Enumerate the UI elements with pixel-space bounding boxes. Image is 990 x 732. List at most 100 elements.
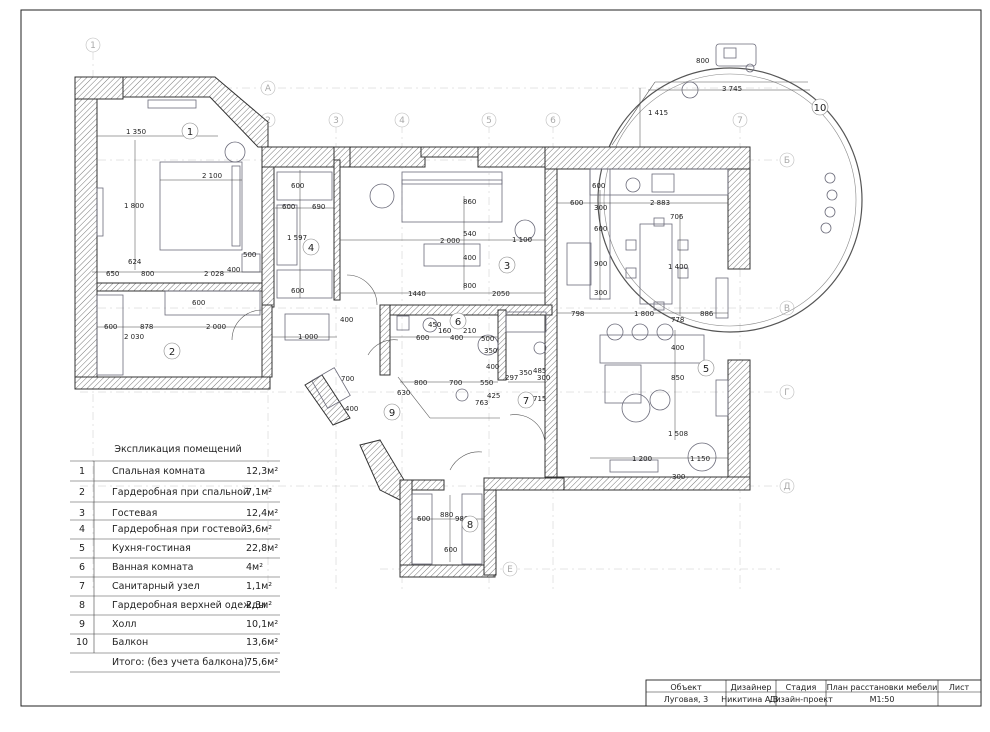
exp-row-num: 4: [79, 524, 85, 535]
dim-text: 300: [672, 473, 685, 481]
exp-row-num: 8: [79, 600, 85, 611]
dim-text: 400: [227, 266, 240, 274]
dim-text: 350: [484, 347, 497, 355]
dim-text: 800: [463, 282, 476, 290]
dim-text: 600: [570, 199, 583, 207]
tb-object-value: Луговая, 3: [664, 695, 708, 704]
dim-text: 550: [480, 379, 493, 387]
dim-text: 878: [140, 323, 153, 331]
dim-text: 1 200: [632, 455, 652, 463]
sheet-frame: [20, 9, 982, 707]
room-number-2: 2: [169, 347, 175, 358]
dim-text: 1 800: [124, 202, 144, 210]
dim-text: 800: [414, 379, 427, 387]
dim-text: 500: [481, 335, 494, 343]
room-number-8: 8: [467, 520, 473, 531]
axis-number-4: 4: [399, 116, 405, 126]
dim-text: 600: [417, 515, 430, 523]
room-numbers: 1 2 3 4 5 6 7 8 9 10: [163, 98, 829, 533]
title-block: Объект Луговая, 3 Дизайнер Никитина А.В.…: [645, 679, 982, 707]
dim-text: 450: [428, 321, 441, 329]
tb-object-label: Объект: [670, 683, 702, 692]
exp-row-name: Гардеробная при гостевой: [112, 524, 247, 535]
dim-text: 860: [463, 198, 476, 206]
dim-text: 600: [416, 334, 429, 342]
tb-scale: М1:50: [870, 695, 895, 704]
dim-text: 1440: [408, 290, 426, 298]
dim-text: 690: [312, 203, 325, 211]
dim-text: 1 000: [298, 333, 318, 341]
exp-row-area: 3,6м²: [246, 524, 272, 535]
room-number-7: 7: [523, 396, 529, 407]
dim-text: 650: [106, 270, 119, 278]
exp-row-area: 4м²: [246, 562, 263, 573]
dim-text: 600: [291, 287, 304, 295]
axis-letter-e: Е: [507, 565, 513, 575]
dimension-texts: 1 350 2 100 1 800 624 500 650 800 2 028 …: [104, 57, 742, 554]
axis-number-5: 5: [486, 116, 492, 126]
dim-text: 778: [671, 316, 684, 324]
room-number-10: 10: [814, 103, 827, 114]
dim-text: 600: [192, 299, 205, 307]
dim-text: 500: [243, 251, 256, 259]
exp-row-num: 1: [79, 466, 85, 477]
dim-text: 540: [463, 230, 476, 238]
dim-text: 400: [340, 316, 353, 324]
dim-text: 900: [594, 260, 607, 268]
exp-row-name: Ванная комната: [112, 562, 193, 573]
axis-letter-v: В: [784, 304, 790, 314]
balcony: [597, 43, 863, 333]
room-number-5: 5: [703, 364, 709, 375]
exp-row-num: 2: [79, 487, 85, 498]
exp-row-num: 9: [79, 619, 85, 630]
exp-row-num: 10: [76, 637, 88, 648]
exp-row-area: 12,4м²: [246, 508, 278, 519]
dimension-lines: [92, 135, 728, 562]
exp-row-name: Кухня-гостиная: [112, 543, 191, 554]
dim-text: 763: [475, 399, 488, 407]
axis-letter-d: Д: [783, 482, 790, 492]
dim-text: 800: [141, 270, 154, 278]
dim-text: 2 028: [204, 270, 224, 278]
dim-text: 715: [533, 395, 546, 403]
exp-row-area: 1,1м²: [246, 581, 272, 592]
room-number-6: 6: [455, 317, 461, 328]
explication-table: Экспликация помещений 1 Спальная комната…: [70, 444, 280, 673]
dim-text: 1 150: [690, 455, 710, 463]
walls: [74, 76, 751, 578]
dim-text: 600: [282, 203, 295, 211]
dim-text: 350: [519, 369, 532, 377]
axis-number-6: 6: [550, 116, 556, 126]
dim-text: 1 800: [634, 310, 654, 318]
dim-text: 160: [438, 327, 451, 335]
axis-number-1: 1: [90, 41, 96, 51]
exp-row-name: Спальная комната: [112, 466, 205, 477]
dim-text: 624: [128, 258, 142, 266]
axis-number-7: 7: [737, 116, 743, 126]
furniture: [96, 99, 729, 565]
dim-text: 700: [449, 379, 462, 387]
exp-row-area: 12,3м²: [246, 466, 278, 477]
room-number-9: 9: [389, 408, 395, 419]
dim-text: 425: [487, 392, 500, 400]
exp-row-name: Гардеробная верхней одежды: [112, 600, 266, 611]
dim-text: 700: [341, 375, 354, 383]
dim-text: 1 400: [668, 263, 688, 271]
tb-designer-label: Дизайнер: [730, 683, 771, 692]
dim-text: 2050: [492, 290, 510, 298]
explication-title: Экспликация помещений: [114, 444, 241, 455]
exp-row-area: 2,3м²: [246, 600, 272, 611]
exp-total-area: 75,6м²: [246, 657, 278, 668]
dim-text: 297: [505, 374, 518, 382]
tb-sheet-title: План расстановки мебели: [827, 683, 938, 692]
dim-text: 210: [463, 327, 476, 335]
dim-text: 600: [594, 225, 607, 233]
dim-text: 880: [440, 511, 453, 519]
dim-text: 1 597: [287, 234, 307, 242]
dim-text: 485: [533, 367, 546, 375]
tb-stage-label: Стадия: [786, 683, 817, 692]
exp-total-label: Итого: (без учета балкона): [112, 657, 247, 668]
exp-row-num: 6: [79, 562, 85, 573]
exp-row-area: 7,1м²: [246, 487, 272, 498]
